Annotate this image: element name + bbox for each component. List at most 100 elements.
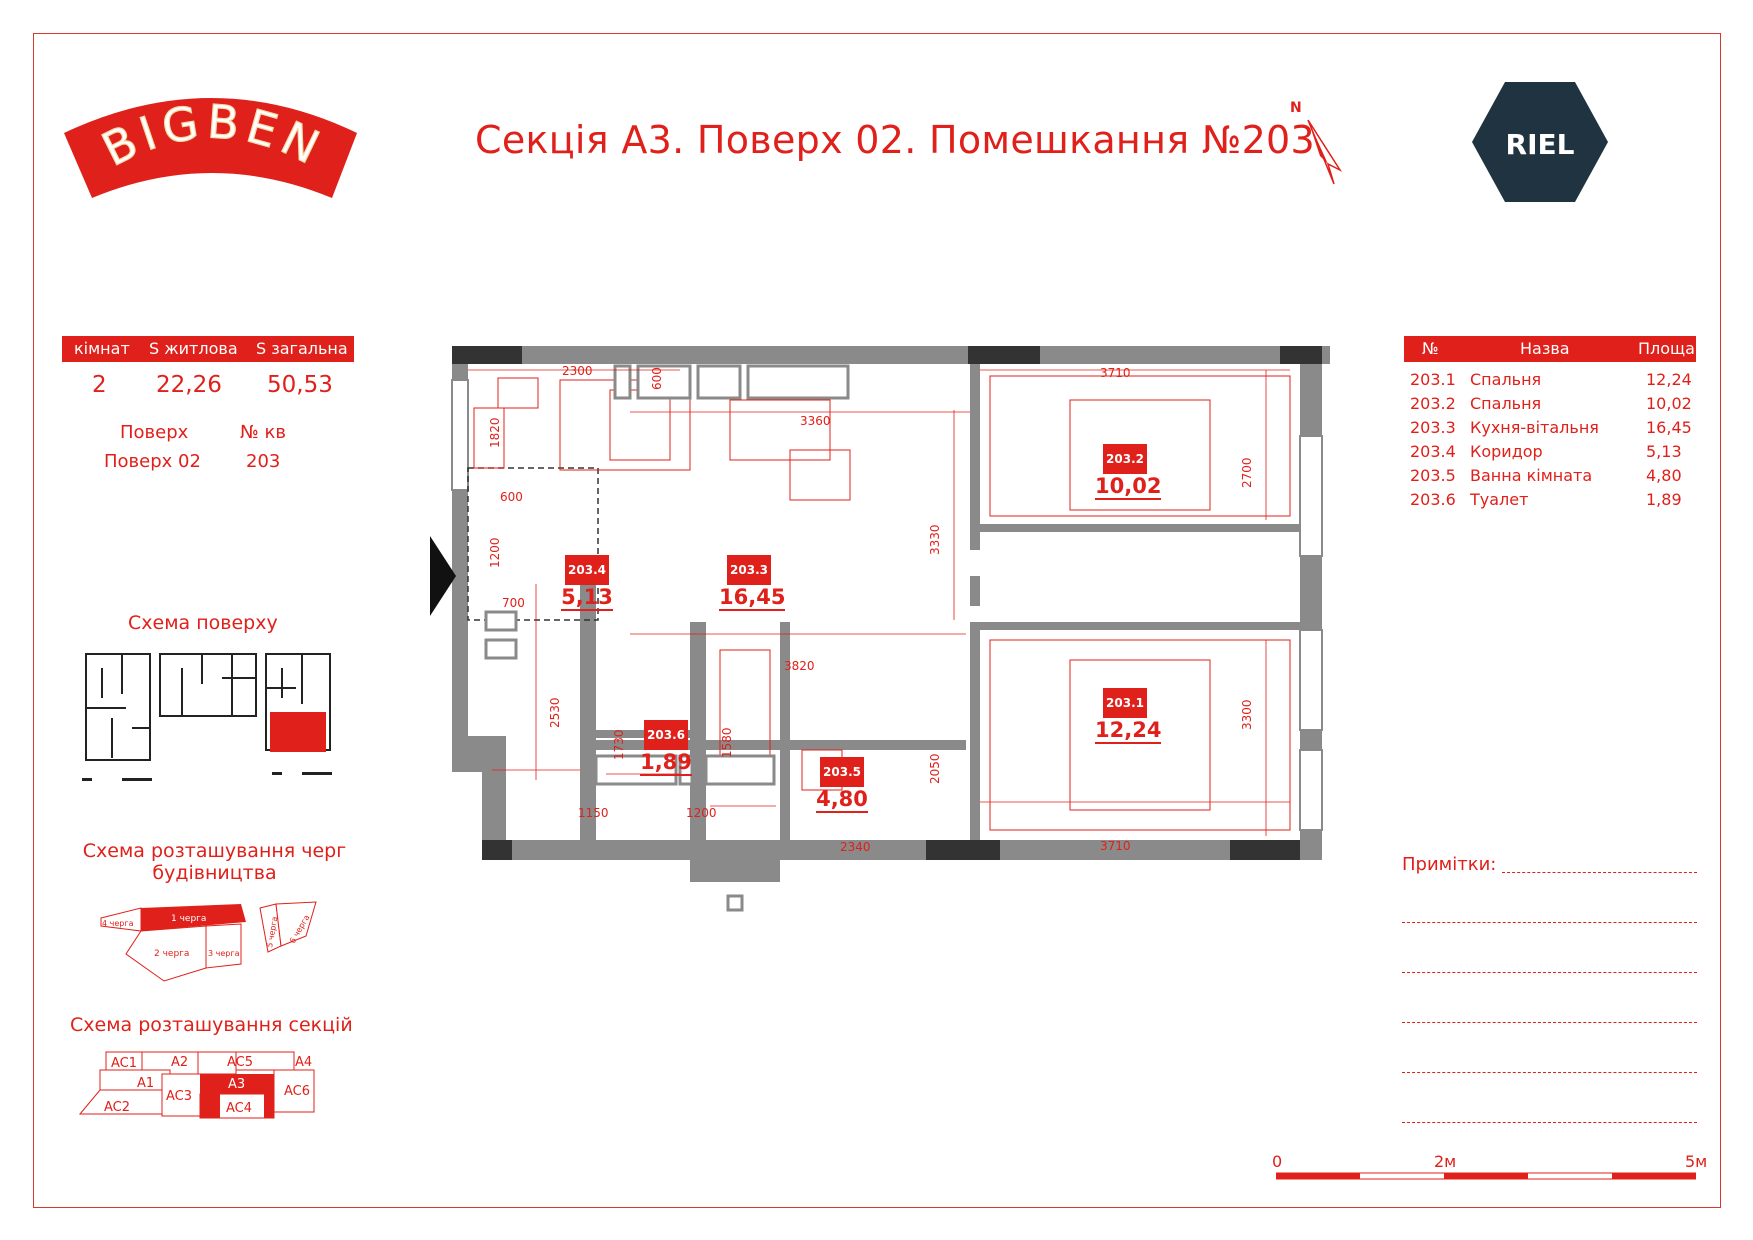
room-name: Спальня: [1470, 370, 1542, 389]
rooms-table-row: 203.4 Коридор 5,13: [1410, 440, 1690, 464]
col-total: S загальна: [256, 339, 348, 358]
dimension-label: 1200: [488, 537, 502, 568]
riel-logo: RIEL: [1472, 82, 1608, 202]
room-area: 4,80: [1646, 466, 1682, 485]
apt-label: № кв: [240, 422, 286, 443]
stage-2-label: 2 черга: [154, 949, 189, 959]
room-id: 203.3: [727, 555, 771, 585]
room-name: Ванна кімната: [1470, 466, 1593, 485]
dimension-label: 1200: [686, 806, 717, 820]
scale-bar: [1276, 1172, 1696, 1180]
dimension-label: 700: [502, 596, 525, 610]
notes-line: [1402, 1122, 1697, 1123]
room-no: 203.6: [1410, 490, 1456, 509]
dimension-label: 3820: [784, 659, 815, 673]
summary-header: кімнат S житлова S загальна: [62, 336, 354, 362]
apt-value: 203: [246, 451, 281, 472]
room-area: 4,80: [816, 787, 868, 813]
notes-line: [1502, 872, 1697, 873]
stage-1-label: 1 черга: [171, 914, 206, 924]
rooms-table-row: 203.1 Спальня 12,24: [1410, 368, 1692, 392]
room-id: 203.6: [644, 720, 688, 750]
stage-4-label: 4 черга: [102, 919, 134, 928]
section-ac3: AC3: [166, 1089, 192, 1104]
scale-end: 5м: [1685, 1152, 1708, 1171]
room-area: 10,02: [1646, 394, 1692, 413]
room-id: 203.4: [565, 555, 609, 585]
room-no: 203.4: [1410, 442, 1456, 461]
section-ac1: AC1: [111, 1056, 137, 1071]
dimension-label: 3330: [928, 524, 942, 555]
room-name: Туалет: [1470, 490, 1529, 509]
dimension-label: 3300: [1240, 699, 1254, 730]
notes-label: Примітки:: [1402, 854, 1497, 875]
stage-3-label: 3 черга: [208, 949, 240, 958]
floor-scheme-title: Схема поверху: [128, 612, 278, 634]
riel-logo-text: RIEL: [1506, 128, 1575, 161]
section-ac6: AC6: [284, 1084, 310, 1099]
dimension-label: 600: [500, 490, 523, 504]
rooms-count: 2: [92, 372, 107, 398]
total-area: 50,53: [267, 372, 333, 398]
col-rooms: кімнат: [74, 339, 130, 358]
stages-scheme: 1 черга 4 черга 2 черга 3 черга 5 черга …: [100, 901, 317, 982]
room-area: 5,13: [561, 585, 613, 611]
notes-line: [1402, 1072, 1697, 1073]
room-area: 1,89: [640, 750, 692, 776]
sections-scheme: AC1 A2 AC5 A4 A1 AC3 A3 AC6 AC2 AC4: [78, 1051, 315, 1119]
dimension-label: 2340: [840, 840, 871, 854]
dimension-label: 2050: [928, 753, 942, 784]
dimension-label: 2700: [1240, 457, 1254, 488]
page-frame: [33, 33, 1721, 1208]
rooms-table-header: № Назва Площа: [1404, 336, 1696, 362]
room-area: 12,24: [1646, 370, 1692, 389]
room-area: 16,45: [1646, 418, 1692, 437]
dimension-label: 2530: [548, 697, 562, 728]
floor-plan: [430, 346, 1330, 912]
room-name: Спальня: [1470, 394, 1542, 413]
stages-title-line1: Схема розташування черг: [82, 840, 347, 862]
room-no: 203.1: [1410, 370, 1456, 389]
notes-line: [1402, 922, 1697, 923]
compass-icon: N: [1290, 100, 1343, 185]
section-ac4: AC4: [226, 1101, 252, 1116]
dimension-label: 3710: [1100, 839, 1131, 853]
room-name: Кухня-вітальня: [1470, 418, 1599, 437]
dimension-label: 3360: [800, 414, 831, 428]
section-a4: A4: [295, 1055, 312, 1070]
living-area: 22,26: [156, 372, 222, 398]
col-name: Назва: [1520, 339, 1570, 358]
section-ac2: AC2: [104, 1100, 130, 1115]
notes-line: [1402, 972, 1697, 973]
floor-label: Поверх: [120, 422, 189, 443]
room-area: 1,89: [1646, 490, 1682, 509]
dimension-label: 1580: [720, 727, 734, 758]
section-a1: A1: [137, 1076, 154, 1091]
scale-mid: 2м: [1434, 1152, 1457, 1171]
dimension-label: 1820: [488, 417, 502, 448]
sections-scheme-title: Схема розташування секцій: [70, 1014, 353, 1036]
room-id: 203.5: [820, 757, 864, 787]
room-id: 203.1: [1103, 688, 1147, 718]
dimension-label: 1730: [612, 729, 626, 760]
room-name: Коридор: [1470, 442, 1543, 461]
section-ac5: AC5: [227, 1055, 253, 1070]
col-living: S житлова: [149, 339, 238, 358]
scale-start: 0: [1272, 1152, 1283, 1171]
dimension-label: 2300: [562, 364, 593, 378]
dimension-label: 1150: [578, 806, 609, 820]
room-area: 5,13: [1646, 442, 1682, 461]
col-area: Площа: [1638, 339, 1695, 358]
dimension-label: 3710: [1100, 366, 1131, 380]
room-area: 16,45: [719, 585, 786, 611]
stages-title-line2: будівництва: [152, 862, 277, 884]
